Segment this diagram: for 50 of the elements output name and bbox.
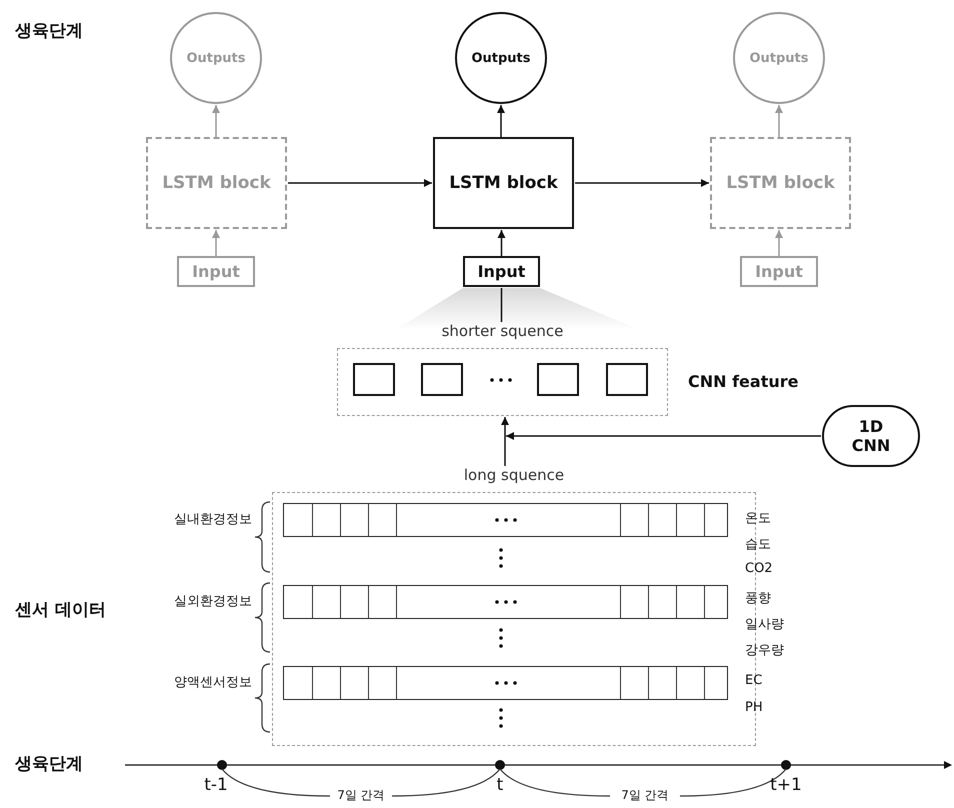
feature-box bbox=[537, 363, 579, 396]
sensor-label: 강우량 bbox=[745, 642, 785, 659]
input-box: Input bbox=[740, 256, 818, 287]
output-circle: Outputs bbox=[733, 12, 825, 104]
arrow bbox=[212, 105, 220, 137]
sensor-label: 일사량 bbox=[745, 616, 785, 633]
arrow bbox=[506, 432, 821, 440]
sensor-label: 습도 bbox=[745, 536, 772, 553]
group-label: 실외환경정보 bbox=[173, 593, 252, 610]
sensor-label: EC bbox=[745, 673, 764, 688]
sequence-heading: long squence bbox=[462, 466, 566, 484]
input-box: Input bbox=[463, 256, 540, 287]
connector-line bbox=[500, 288, 502, 322]
cnn-pill: 1D CNN bbox=[822, 405, 920, 467]
input-box: Input bbox=[177, 256, 255, 287]
sequence-heading: shorter squence bbox=[440, 322, 564, 340]
sequence-row bbox=[283, 503, 728, 537]
stage-label: 생육단계 bbox=[15, 20, 84, 42]
sequence-row bbox=[283, 585, 728, 619]
arrow bbox=[497, 105, 505, 137]
arrow bbox=[212, 230, 220, 256]
group-label: 실내환경정보 bbox=[173, 511, 252, 528]
time-label: t-1 bbox=[203, 775, 229, 795]
lstm-block: LSTM block bbox=[433, 137, 574, 229]
arrow bbox=[288, 179, 432, 187]
stage-label: 생육단계 bbox=[15, 753, 84, 775]
lstm-block: LSTM block bbox=[146, 137, 287, 229]
time-label: t bbox=[496, 775, 504, 795]
time-label: t+1 bbox=[769, 775, 803, 795]
section-label: 센서 데이터 bbox=[15, 599, 107, 621]
output-circle: Outputs bbox=[170, 12, 262, 104]
sensor-label: 온도 bbox=[745, 510, 772, 527]
sequence-row bbox=[283, 666, 728, 700]
arrow bbox=[775, 105, 783, 137]
arrow bbox=[498, 230, 506, 256]
interval-label: 7일 간격 bbox=[336, 787, 386, 804]
feature-caption: CNN feature bbox=[688, 372, 798, 391]
sensor-label: PH bbox=[745, 700, 764, 715]
lstm-block: LSTM block bbox=[710, 137, 851, 229]
arrow bbox=[501, 417, 509, 466]
output-circle: Outputs bbox=[455, 12, 547, 104]
sensor-label: CO2 bbox=[745, 561, 774, 576]
interval-label: 7일 간격 bbox=[620, 787, 670, 804]
feature-box bbox=[421, 363, 463, 396]
arrow bbox=[575, 179, 709, 187]
sensor-label: 풍향 bbox=[745, 590, 772, 607]
group-label: 양액센서정보 bbox=[173, 674, 252, 691]
feature-box bbox=[606, 363, 648, 396]
feature-box bbox=[353, 363, 395, 396]
arrow bbox=[775, 230, 783, 256]
